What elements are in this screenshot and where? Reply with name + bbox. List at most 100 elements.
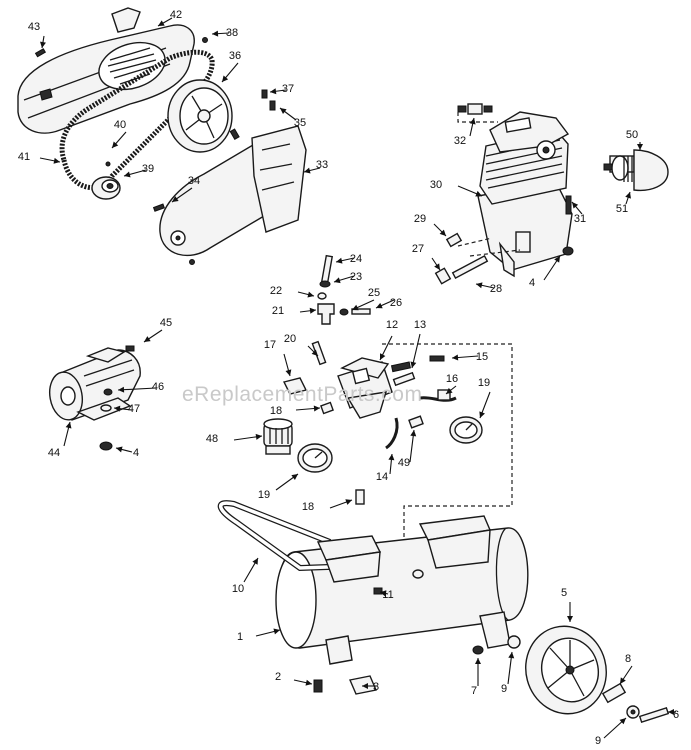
leader-arrowhead xyxy=(446,387,453,394)
unloader-tube xyxy=(282,377,308,395)
callout-label: 8 xyxy=(625,653,631,665)
motor-cap xyxy=(125,345,135,352)
callout-c35: 35 xyxy=(279,107,306,129)
callout-label: 40 xyxy=(114,119,126,131)
motor-bolt xyxy=(103,388,113,396)
callout-label: 39 xyxy=(142,163,154,175)
leader-arrowhead xyxy=(567,616,573,622)
callout-label: 33 xyxy=(316,159,328,171)
leader-arrowhead xyxy=(410,430,417,437)
leader-arrowhead xyxy=(410,361,417,368)
pump-nut xyxy=(562,246,574,256)
leader-arrowhead xyxy=(252,558,258,565)
leader-arrowhead xyxy=(334,277,341,284)
air-filter xyxy=(603,149,669,192)
callout-c44: 44 xyxy=(48,421,72,459)
leader-arrowhead xyxy=(434,263,440,270)
callout-c22: 22 xyxy=(270,285,315,298)
leader-arrowhead xyxy=(452,354,459,361)
callout-c10: 10 xyxy=(232,557,259,595)
tee-21 xyxy=(317,303,335,325)
callout-label: 18 xyxy=(302,501,314,513)
leader-arrowhead xyxy=(304,167,311,174)
watermark-text: eReplacementParts.com xyxy=(182,383,422,406)
leader-arrowhead xyxy=(144,336,151,342)
callout-c14: 14 xyxy=(376,453,395,483)
callout-c9b: 9 xyxy=(595,717,627,747)
outlet-tube xyxy=(451,254,489,280)
callout-c33: 33 xyxy=(303,159,328,174)
leader-arrowhead xyxy=(376,302,383,309)
nut-7 xyxy=(472,645,484,655)
leader-arrowhead xyxy=(345,499,352,505)
callout-label: 12 xyxy=(386,319,398,331)
callout-c50: 50 xyxy=(626,129,643,150)
callout-label: 4 xyxy=(133,447,139,459)
callout-label: 9 xyxy=(501,683,507,695)
callout-c6: 6 xyxy=(668,709,679,721)
callout-c39: 39 xyxy=(123,163,154,178)
callout-c32: 32 xyxy=(454,117,476,147)
callout-c1: 1 xyxy=(237,628,281,643)
callout-label: 22 xyxy=(270,285,282,297)
callout-label: 27 xyxy=(412,243,424,255)
callout-c21: 21 xyxy=(272,305,317,317)
strain-relief xyxy=(392,371,416,387)
motor-nut xyxy=(99,441,113,451)
callout-c18b: 18 xyxy=(302,499,353,513)
callout-c29: 29 xyxy=(414,213,447,237)
callout-c30: 30 xyxy=(430,179,483,197)
leader-arrowhead xyxy=(255,433,262,440)
callout-label: 24 xyxy=(350,253,362,265)
callout-label: 44 xyxy=(48,447,60,459)
leader-arrowhead xyxy=(336,257,343,264)
leader-arrowhead xyxy=(65,422,72,429)
motor-pulley xyxy=(91,176,121,200)
leader-arrowhead xyxy=(112,141,119,148)
leader-arrowhead xyxy=(311,349,318,356)
callout-label: 41 xyxy=(18,151,30,163)
callout-c41: 41 xyxy=(18,151,61,164)
callout-label: 19 xyxy=(258,489,270,501)
callout-c15: 15 xyxy=(451,351,488,363)
screw-34 xyxy=(152,203,165,212)
pump-mount-plate xyxy=(418,515,491,569)
regulator-knob xyxy=(263,418,293,455)
callout-label: 47 xyxy=(128,403,140,415)
callout-label: 26 xyxy=(390,297,402,309)
callout-label: 30 xyxy=(430,179,442,191)
washer-9a xyxy=(507,635,521,649)
callout-label: 7 xyxy=(471,685,477,697)
elbow-fitting xyxy=(445,232,463,248)
screw-35 xyxy=(269,100,276,111)
callout-label: 21 xyxy=(272,305,284,317)
callout-c19b: 19 xyxy=(258,473,299,501)
leader-arrowhead xyxy=(362,683,368,689)
foot-bolt-2 xyxy=(313,679,323,693)
rubber-foot-3 xyxy=(349,675,377,695)
leader-arrowhead xyxy=(469,118,476,125)
spacer-8 xyxy=(601,682,627,704)
leader-arrowhead xyxy=(313,405,320,412)
flywheel xyxy=(167,79,233,153)
tank-handle xyxy=(217,500,357,572)
callout-c13: 13 xyxy=(410,319,426,369)
leader-arrowhead xyxy=(619,718,626,725)
wheel xyxy=(525,625,607,715)
callout-label: 5 xyxy=(561,587,567,599)
leader-arrowhead xyxy=(124,171,131,178)
nut-23 xyxy=(319,280,331,288)
callout-label: 15 xyxy=(476,351,488,363)
leader-arrowhead xyxy=(475,658,481,664)
tube-24 xyxy=(320,254,334,284)
motor-mount-plate xyxy=(316,535,382,583)
pressure-gauge-right xyxy=(449,416,483,444)
screw-15 xyxy=(429,355,445,362)
callout-c47: 47 xyxy=(113,403,140,415)
leader-arrowhead xyxy=(637,144,643,150)
callout-label: 2 xyxy=(275,671,281,683)
callout-c46: 46 xyxy=(117,381,164,393)
callout-label: 25 xyxy=(368,287,380,299)
callout-c42: 42 xyxy=(157,9,182,27)
fitting-11-top xyxy=(412,569,424,579)
